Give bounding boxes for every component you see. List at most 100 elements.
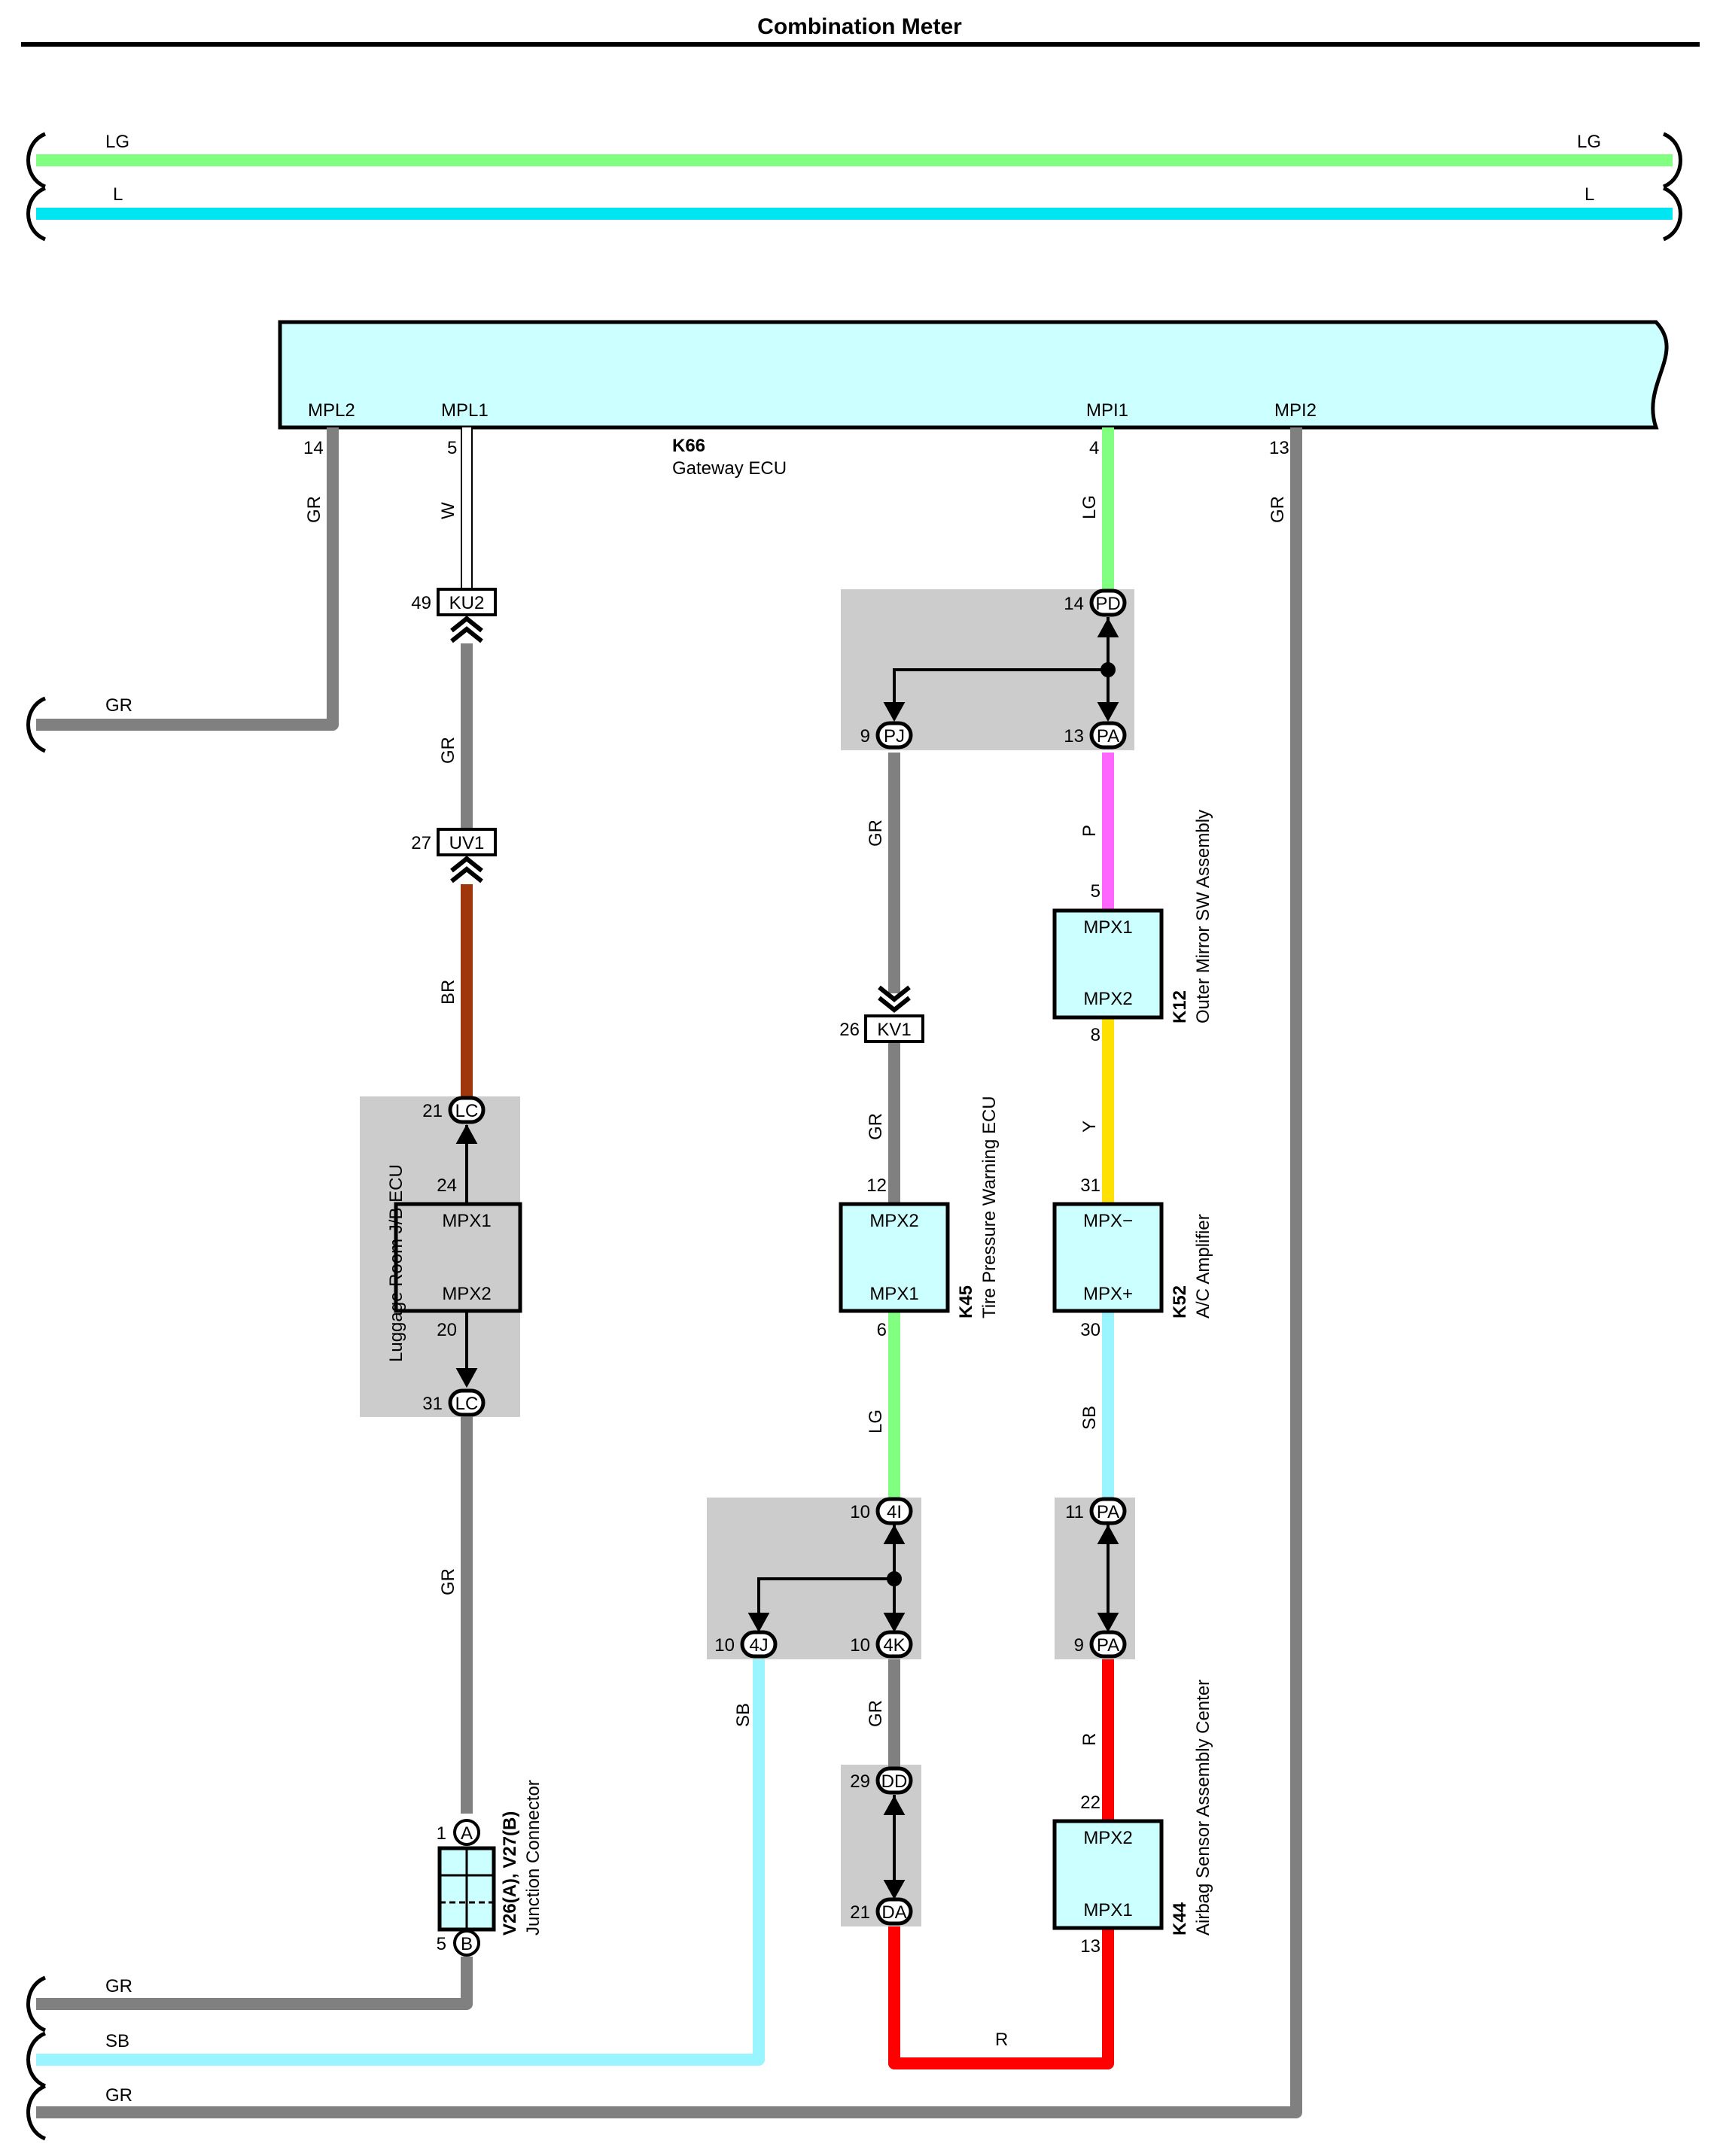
k52-bottom-pin: MPX+: [1083, 1284, 1133, 1304]
k66-num-mpl1: 5: [447, 438, 457, 458]
wire-r-da-k44-label: R: [995, 2030, 1008, 2050]
wire-gr-lc-junction-label: GR: [438, 1568, 458, 1595]
luggage-jb-top-num: 24: [437, 1175, 457, 1196]
k12-top-pin: MPX1: [1083, 917, 1132, 938]
k66-gateway-ecu: MPL2 MPL1 MPI1 MPI2 14 5 4 13 K66 Gatewa…: [278, 320, 1669, 479]
k66-pin-mpl1: MPL1: [441, 400, 489, 421]
wire-r-da-k44: [888, 1926, 1114, 2069]
k12-code: K12: [1170, 990, 1190, 1023]
connector-pa-top: PA 13: [1064, 721, 1127, 750]
wire-br-uv1-lc-label: BR: [438, 980, 458, 1005]
connector-4i: 4I 10: [850, 1497, 913, 1525]
connector-4k-pin: 10: [850, 1635, 870, 1656]
junction-connector: A 1 B 5 V26(A), V27(B) Junction Connecto…: [437, 1780, 543, 1957]
k44-bottom-num: 13: [1080, 1936, 1100, 1957]
exit-bracket-gr-mpi2: [26, 2084, 47, 2141]
connector-lc-top-pin: 21: [422, 1101, 443, 1121]
connector-4k-label: 4K: [883, 1635, 905, 1656]
jb-shade-pa-mid: [1055, 1498, 1135, 1659]
k44-code: K44: [1170, 1902, 1190, 1936]
exit-gr-mpl2-label: GR: [105, 695, 132, 716]
connector-lc-top: LC 21: [422, 1096, 486, 1124]
k66-num-mpi2: 13: [1269, 438, 1289, 458]
k45-top-num: 12: [866, 1175, 887, 1196]
wire-y-k12-k52-label: Y: [1079, 1121, 1100, 1133]
connector-4j-pin: 10: [714, 1635, 735, 1656]
k44-top-num: 22: [1080, 1793, 1100, 1813]
k45-tire-pressure-ecu: MPX2 MPX1 12 6 K45 Tire Pressure Warning…: [839, 1096, 1000, 1340]
connector-pj-label: PJ: [884, 726, 905, 747]
k12-name: Outer Mirror SW Assembly: [1193, 810, 1213, 1023]
bus-lg-label-left: LG: [105, 132, 129, 152]
title-rule: [21, 42, 1700, 47]
k44-top-pin: MPX2: [1083, 1828, 1132, 1848]
junction-pin-b-label: B: [461, 1934, 473, 1954]
wire-gr-mpl2: [36, 427, 339, 731]
k45-code: K45: [956, 1285, 976, 1318]
jb-internal-pd-pa: [883, 617, 1119, 722]
connector-uv1-pin: 27: [411, 833, 431, 853]
junction-pin-b-num: 5: [437, 1934, 446, 1954]
connector-dd: DD 29: [850, 1766, 913, 1795]
connector-pa-top-pin: 13: [1064, 726, 1084, 747]
connector-lc-bottom-pin: 31: [422, 1394, 443, 1414]
wire-gr-mpl2-label: GR: [304, 496, 324, 523]
connector-kv1: KV1 26: [839, 985, 924, 1043]
page-title: Combination Meter: [757, 14, 962, 39]
luggage-jb-top-pin: MPX1: [442, 1211, 491, 1231]
k52-ac-amplifier: MPX− MPX+ 31 30 K52 A/C Amplifier: [1052, 1175, 1213, 1340]
connector-lc-bottom: LC 31: [422, 1388, 486, 1417]
wire-lg-k45-4i-label: LG: [866, 1409, 886, 1434]
connector-lc-bottom-label: LC: [455, 1394, 479, 1414]
wire-r-pa-k44-label: R: [1079, 1733, 1100, 1746]
connector-ku2-pin: 49: [411, 593, 431, 613]
connector-pa-bottom: PA 9: [1074, 1630, 1127, 1659]
k66-pin-mpi1: MPI1: [1086, 400, 1128, 421]
exit-bracket-sb: [26, 2031, 47, 2088]
k52-top-pin: MPX−: [1083, 1211, 1133, 1231]
connector-kv1-pin: 26: [839, 1020, 860, 1040]
k45-name: Tire Pressure Warning ECU: [979, 1096, 1000, 1318]
k66-num-mpl2: 14: [303, 438, 324, 458]
k12-bottom-num: 8: [1091, 1025, 1100, 1045]
k12-outer-mirror-sw: MPX1 MPX2 5 8 K12 Outer Mirror SW Assemb…: [1052, 810, 1213, 1045]
jb-internal-pa-mid: [1097, 1524, 1119, 1633]
connector-kv1-label: KV1: [877, 1020, 911, 1040]
bus-lg-label-right: LG: [1577, 132, 1601, 152]
k66-pin-mpi2: MPI2: [1274, 400, 1317, 421]
exit-sb-label: SB: [105, 2031, 129, 2051]
k52-bottom-num: 30: [1080, 1320, 1100, 1340]
wire-sb-k52-pa-label: SB: [1079, 1406, 1100, 1430]
exit-bracket-gr-junction: [26, 1975, 47, 2033]
connector-da: DA 21: [850, 1897, 913, 1926]
connector-uv1-label: UV1: [449, 833, 485, 853]
bus-l-label-left: L: [113, 184, 123, 205]
exit-bracket-gr-mpl2: [26, 696, 47, 753]
k66-name: Gateway ECU: [672, 458, 787, 479]
connector-pa-mid: PA 11: [1065, 1497, 1127, 1525]
jb-internal-luggage: [455, 1124, 478, 1388]
wire-gr-ku2-uv1-label: GR: [438, 737, 458, 764]
wire-gr-kv1-k45-label: GR: [866, 1113, 886, 1140]
k45-top-pin: MPX2: [869, 1211, 918, 1231]
k45-bottom-pin: MPX1: [869, 1284, 918, 1304]
luggage-jb-name: Luggage Room J/B ECU: [386, 1164, 406, 1362]
connector-pd: PD 14: [1064, 588, 1127, 617]
k52-name: A/C Amplifier: [1193, 1214, 1213, 1318]
connector-pj-pin: 9: [860, 726, 870, 747]
junction-pin-a-num: 1: [437, 1823, 446, 1844]
wire-gr-mpi2-label: GR: [1268, 496, 1288, 523]
connector-pa-mid-label: PA: [1097, 1502, 1119, 1522]
k44-airbag-sensor: MPX2 MPX1 22 13 K44 Airbag Sensor Assemb…: [1052, 1680, 1213, 1957]
wire-lg-mpi1-label: LG: [1079, 495, 1100, 519]
connector-ku2: KU2 49: [411, 588, 497, 643]
k52-top-num: 31: [1080, 1175, 1100, 1196]
k44-name: Airbag Sensor Assembly Center: [1193, 1680, 1213, 1936]
jb-internal-dd-da: [883, 1795, 906, 1900]
connector-pd-pin: 14: [1064, 594, 1084, 614]
connector-lc-top-label: LC: [455, 1101, 479, 1121]
k45-bottom-num: 6: [877, 1320, 887, 1340]
exit-gr-junction-label: GR: [105, 1976, 132, 1996]
luggage-jb-ecu: MPX1 MPX2 24 20 Luggage Room J/B ECU: [386, 1164, 522, 1362]
